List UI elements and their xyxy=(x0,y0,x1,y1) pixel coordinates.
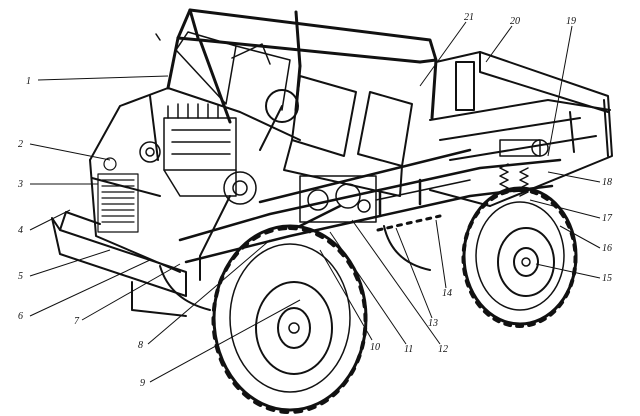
callout-14: 14 xyxy=(442,288,452,299)
leader-lines xyxy=(29,21,601,383)
engine xyxy=(139,103,257,205)
callout-21: 21 xyxy=(464,12,474,23)
callout-labels: 1 2 3 4 5 6 7 8 9 10 11 12 13 14 15 16 1… xyxy=(17,12,613,389)
front-wheel xyxy=(211,224,368,414)
callout-9: 9 xyxy=(140,378,145,389)
exhaust-pipe xyxy=(199,195,231,281)
callout-16: 16 xyxy=(602,243,612,254)
callout-12: 12 xyxy=(438,344,448,355)
vehicle-illustration xyxy=(51,8,613,414)
far-side-wheels xyxy=(159,214,442,311)
callout-19: 19 xyxy=(566,16,576,27)
cargo-bed xyxy=(429,51,613,207)
transmission xyxy=(299,175,471,223)
rear-wheel xyxy=(461,186,578,328)
callout-18: 18 xyxy=(602,177,612,188)
callout-3: 3 xyxy=(17,179,23,190)
callout-17: 17 xyxy=(602,213,613,224)
callout-6: 6 xyxy=(18,311,23,322)
callout-2: 2 xyxy=(18,139,23,150)
radiator-grille xyxy=(97,157,139,233)
callout-8: 8 xyxy=(138,340,143,351)
callout-4: 4 xyxy=(18,225,23,236)
rear-suspension xyxy=(499,139,549,197)
callout-13: 13 xyxy=(428,318,438,329)
callout-10: 10 xyxy=(370,342,380,353)
callout-5: 5 xyxy=(18,271,23,282)
callout-20: 20 xyxy=(510,16,520,27)
seats xyxy=(259,75,413,197)
cab-frame xyxy=(166,8,438,124)
callout-1: 1 xyxy=(26,76,31,87)
front-bumper xyxy=(51,211,187,317)
callout-7: 7 xyxy=(74,316,80,327)
callout-15: 15 xyxy=(602,273,612,284)
callout-11: 11 xyxy=(404,344,413,355)
windshield xyxy=(155,31,291,111)
